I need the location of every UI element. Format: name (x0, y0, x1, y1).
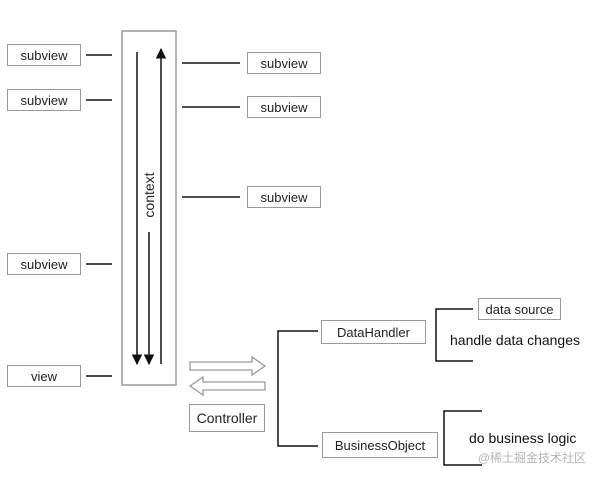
data-handler-box: DataHandler (321, 320, 426, 344)
left-subview-label: subview (20, 256, 68, 272)
left-subview-box: subview (7, 44, 81, 66)
context-container (121, 30, 177, 386)
right-subview-box: subview (247, 52, 321, 74)
controller-box: Controller (189, 404, 265, 432)
right-subview-label: subview (260, 189, 308, 205)
business-object-box: BusinessObject (322, 432, 438, 458)
left-subview-label: subview (20, 92, 68, 108)
hollow-right-arrow (189, 355, 267, 377)
do-business-logic-label: do business logic (469, 430, 577, 446)
left-subview-box: subview (7, 253, 81, 275)
right-subview-box: subview (247, 96, 321, 118)
right-subview-label: subview (260, 99, 308, 115)
data-source-label: data source (485, 301, 554, 317)
view-label: view (30, 368, 57, 384)
right-subview-box: subview (247, 186, 321, 208)
data-handler-label: DataHandler (337, 324, 410, 340)
controller-bracket (277, 330, 318, 447)
controller-label: Controller (196, 410, 258, 426)
watermark: @稀土掘金技术社区 (477, 451, 586, 465)
left-subview-box: subview (7, 89, 81, 111)
business-object-bracket (443, 410, 482, 466)
hollow-left-arrow (188, 375, 266, 397)
right-subview-label: subview (260, 55, 308, 71)
view-box: view (7, 365, 81, 387)
business-object-label: BusinessObject (334, 437, 426, 453)
context-label: context (141, 169, 157, 221)
data-handler-bracket (435, 308, 473, 362)
data-source-box: data source (478, 298, 561, 320)
left-subview-label: subview (20, 47, 68, 63)
handle-data-changes-label: handle data changes (450, 332, 580, 348)
